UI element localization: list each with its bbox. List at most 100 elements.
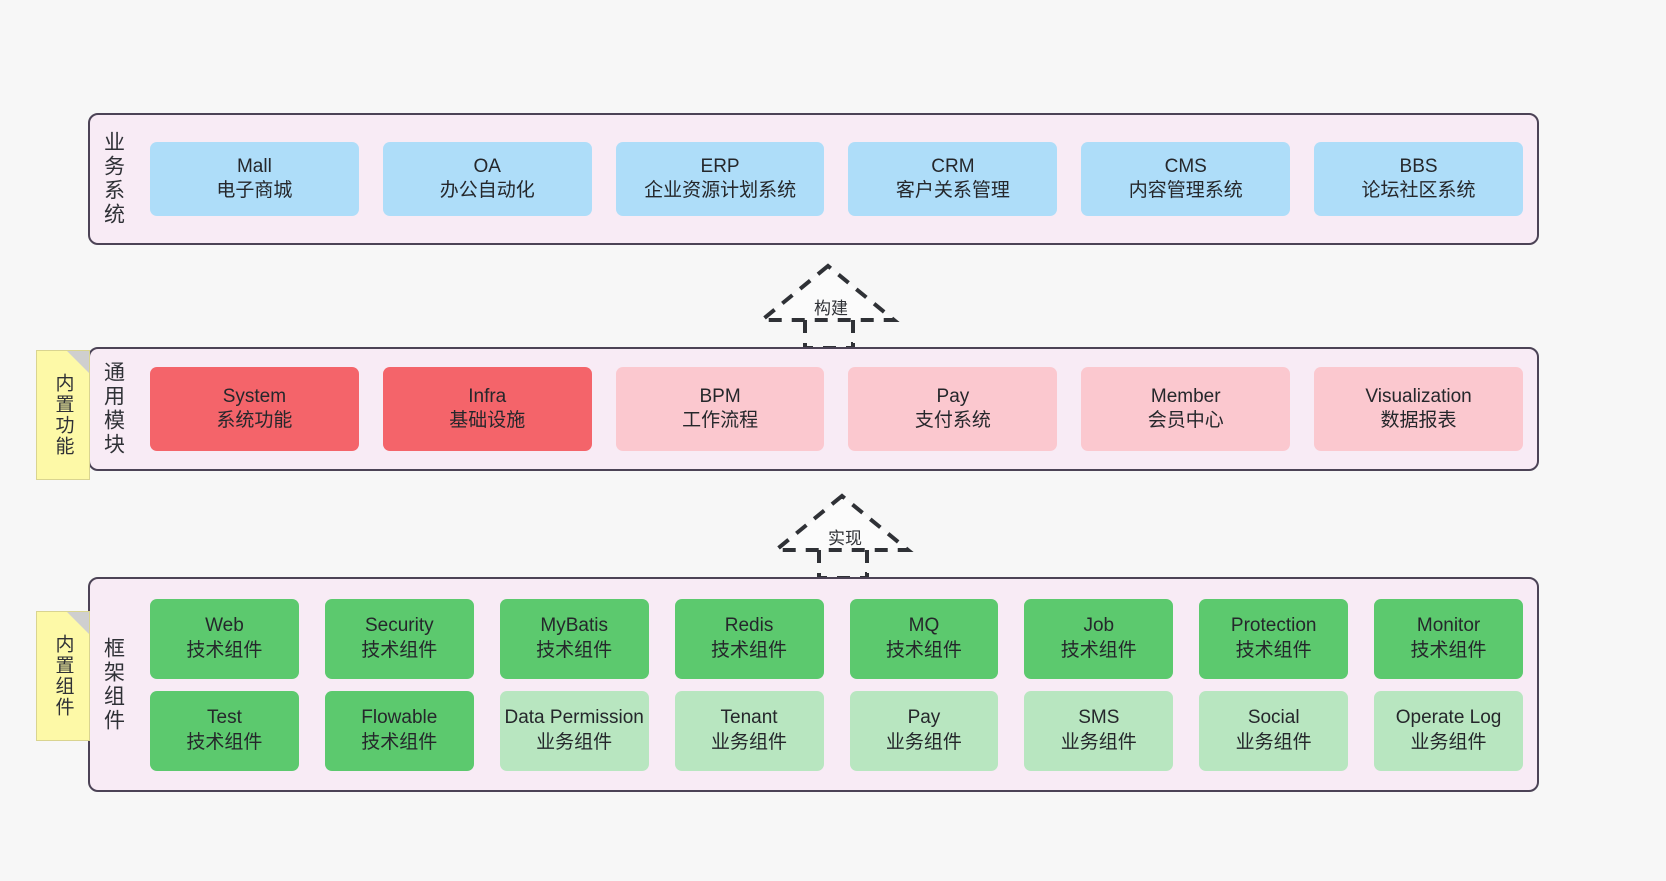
node-mall[interactable]: Mall 电子商城 [150, 142, 359, 216]
node-subtitle: 技术组件 [361, 731, 438, 753]
page-fold-icon [67, 351, 89, 373]
node-subtitle: 电子商城 [216, 180, 293, 201]
node-web[interactable]: Web 技术组件 [150, 598, 299, 679]
node-bbs[interactable]: BBS 论坛社区系统 [1314, 142, 1523, 216]
node-social[interactable]: Social 业务组件 [1199, 690, 1349, 771]
node-title: Test [207, 707, 242, 729]
node-operate-log[interactable]: Operate Log 业务组件 [1374, 690, 1523, 771]
layer-label-framework-components: 框架组件 [101, 636, 125, 733]
node-title: Security [364, 615, 434, 637]
node-subtitle: 技术组件 [1060, 639, 1137, 661]
node-title: Web [205, 615, 244, 637]
node-title: Social [1247, 707, 1300, 729]
node-subtitle: 基础设施 [449, 410, 526, 431]
node-bpm[interactable]: BPM 工作流程 [615, 367, 825, 451]
layer-body-framework-components: Web 技术组件 Security 技术组件 MyBatis 技术组件 Redi… [136, 579, 1537, 790]
node-subtitle: 技术组件 [186, 639, 263, 661]
node-subtitle: 会员中心 [1147, 410, 1224, 431]
node-subtitle: 业务组件 [711, 731, 788, 753]
node-title: Tenant [720, 707, 778, 729]
node-title: MQ [908, 615, 940, 637]
node-pay-business[interactable]: Pay 业务组件 [849, 690, 999, 771]
node-pay[interactable]: Pay 支付系统 [848, 367, 1058, 451]
page-fold-icon [67, 612, 89, 634]
node-monitor[interactable]: Monitor 技术组件 [1374, 598, 1523, 679]
sticky-note-text: 内置功能 [52, 373, 74, 457]
node-subtitle: 业务组件 [1060, 731, 1137, 753]
node-erp[interactable]: ERP 企业资源计划系统 [615, 142, 825, 216]
node-title: BPM [699, 385, 741, 407]
node-title: ERP [700, 155, 740, 177]
node-member[interactable]: Member 会员中心 [1081, 367, 1291, 451]
connector-build-label: 构建 [814, 299, 848, 318]
node-title: Protection [1230, 615, 1317, 637]
sticky-note-builtin-components: 内置组件 [36, 611, 90, 741]
node-subtitle: 论坛社区系统 [1361, 180, 1476, 201]
layer-label-business-systems: 业务系统 [101, 131, 125, 227]
node-title: Mall [236, 155, 272, 177]
node-subtitle: 技术组件 [186, 731, 263, 753]
node-title: Pay [936, 385, 970, 407]
node-test[interactable]: Test 技术组件 [150, 690, 299, 771]
node-title: BBS [1399, 155, 1438, 177]
layer-body-business-systems: Mall 电子商城 OA 办公自动化 ERP 企业资源计划系统 CRM 客户关系… [136, 115, 1537, 243]
layer-framework-components: 框架组件 Web 技术组件 Security 技术组件 MyBatis 技术组件… [88, 577, 1539, 792]
node-subtitle: 支付系统 [914, 410, 991, 431]
node-title: OA [473, 155, 501, 177]
node-subtitle: 技术组件 [1410, 639, 1487, 661]
node-title: Member [1150, 385, 1221, 407]
node-title: Visualization [1365, 385, 1472, 407]
node-title: Flowable [361, 707, 438, 729]
node-cms[interactable]: CMS 内容管理系统 [1081, 142, 1291, 216]
connector-build-stem [803, 320, 855, 350]
row-technical-components: Web 技术组件 Security 技术组件 MyBatis 技术组件 Redi… [150, 598, 1523, 679]
layer-business-systems: 业务系统 Mall 电子商城 OA 办公自动化 ERP 企业资源计划系统 CRM… [88, 113, 1539, 245]
node-oa[interactable]: OA 办公自动化 [382, 142, 592, 216]
node-subtitle: 业务组件 [885, 731, 962, 753]
node-mybatis[interactable]: MyBatis 技术组件 [499, 598, 649, 679]
node-title: Job [1083, 615, 1115, 637]
node-crm[interactable]: CRM 客户关系管理 [848, 142, 1058, 216]
node-infra[interactable]: Infra 基础设施 [382, 367, 592, 451]
node-protection[interactable]: Protection 技术组件 [1199, 598, 1349, 679]
node-tenant[interactable]: Tenant 业务组件 [674, 690, 824, 771]
node-subtitle: 内容管理系统 [1128, 180, 1243, 201]
layer-label-common-modules: 通用模块 [101, 361, 125, 457]
node-job[interactable]: Job 技术组件 [1024, 598, 1174, 679]
node-subtitle: 数据报表 [1380, 410, 1457, 431]
connector-implement-label: 实现 [828, 529, 862, 548]
node-title: Monitor [1416, 615, 1481, 637]
node-title: System [222, 385, 287, 407]
node-title: Redis [724, 615, 774, 637]
connector-implement-stem [817, 550, 869, 580]
node-flowable[interactable]: Flowable 技术组件 [324, 690, 474, 771]
node-visualization[interactable]: Visualization 数据报表 [1314, 367, 1523, 451]
node-redis[interactable]: Redis 技术组件 [674, 598, 824, 679]
node-subtitle: 业务组件 [1410, 731, 1487, 753]
sticky-note-text: 内置组件 [52, 634, 74, 718]
stem-icon [817, 550, 869, 580]
node-subtitle: 技术组件 [361, 639, 438, 661]
row-business-components: Test 技术组件 Flowable 技术组件 Data Permission … [150, 690, 1523, 771]
stem-icon [803, 320, 855, 350]
node-title: CRM [931, 155, 975, 177]
node-sms[interactable]: SMS 业务组件 [1024, 690, 1174, 771]
node-system[interactable]: System 系统功能 [150, 367, 359, 451]
node-title: SMS [1078, 707, 1120, 729]
node-subtitle: 工作流程 [682, 410, 759, 431]
node-title: Data Permission [504, 707, 644, 729]
node-title: MyBatis [540, 615, 608, 637]
node-mq[interactable]: MQ 技术组件 [849, 598, 999, 679]
node-data-permission[interactable]: Data Permission 业务组件 [499, 690, 649, 771]
node-title: CMS [1164, 155, 1207, 177]
node-subtitle: 技术组件 [1235, 639, 1312, 661]
node-subtitle: 技术组件 [711, 639, 788, 661]
row-business-systems: Mall 电子商城 OA 办公自动化 ERP 企业资源计划系统 CRM 客户关系… [150, 142, 1523, 216]
node-subtitle: 技术组件 [885, 639, 962, 661]
node-title: Infra [468, 385, 507, 407]
node-subtitle: 企业资源计划系统 [644, 180, 797, 201]
node-title: Operate Log [1395, 707, 1502, 729]
node-security[interactable]: Security 技术组件 [324, 598, 474, 679]
node-title: Pay [907, 707, 941, 729]
